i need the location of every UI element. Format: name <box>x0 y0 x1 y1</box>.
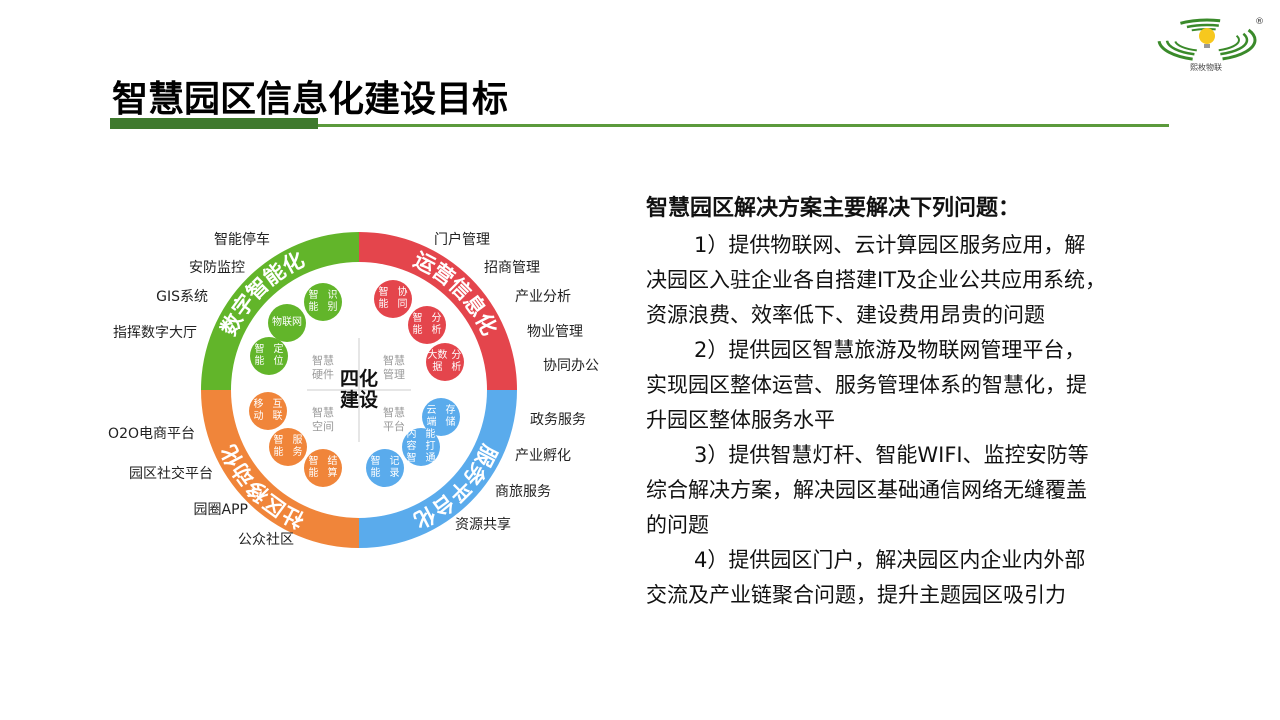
content-line: 决园区入驻企业各自搭建IT及企业公共应用系统， <box>646 268 1107 292</box>
outer-label: 指挥数字大厅 <box>113 325 197 341</box>
bubble-text: 智能 <box>254 344 265 367</box>
outer-label: 产业孵化 <box>515 448 571 464</box>
bubble-orange: 智能服务 <box>269 428 307 466</box>
content-line: 交流及产业链聚合问题，提升主题园区吸引力 <box>646 583 1066 607</box>
quadrant-label-space: 智慧空间 <box>312 406 334 433</box>
outer-label: 协同办公 <box>543 358 599 374</box>
bubble-text: 分析 <box>431 313 442 336</box>
ring-segment-orange <box>201 390 359 548</box>
title-underline <box>318 124 1169 127</box>
content-line: 的问题 <box>646 513 709 537</box>
content-panel: 智慧园区解决方案主要解决下列问题： 1）提供物联网、云计算园区服务应用，解决园区… <box>646 194 1166 613</box>
bubble-text: 定位 <box>273 344 284 367</box>
bubble-red: 智能分析 <box>408 306 446 344</box>
page-title: 智慧园区信息化建设目标 <box>112 79 509 120</box>
bubble-text: 互联 <box>272 399 283 422</box>
outer-label: 资源共享 <box>455 517 511 533</box>
outer-label: 门户管理 <box>434 232 490 248</box>
content-line: 升园区整体服务水平 <box>646 408 835 432</box>
svg-text:®: ® <box>1255 17 1264 27</box>
bubble-green: 物联网 <box>268 304 306 342</box>
content-heading: 智慧园区解决方案主要解决下列问题： <box>646 196 1021 221</box>
bubble-text: 云端 <box>426 405 437 428</box>
bubble-orange: 智能结算 <box>304 449 342 487</box>
bubble-green: 智能定位 <box>250 337 288 375</box>
bubble-text: 智能 <box>308 290 319 313</box>
bubble-text: 智能 <box>308 456 319 479</box>
bubble-text: 识别 <box>327 290 338 313</box>
outer-label: O2O电商平台 <box>108 426 195 442</box>
bubble-text: 协同 <box>397 287 408 310</box>
bubble-text: 智能 <box>370 456 381 479</box>
outer-label: 安防监控 <box>189 260 245 276</box>
outer-label: GIS系统 <box>156 289 208 305</box>
content-lines: 1）提供物联网、云计算园区服务应用，解决园区入驻企业各自搭建IT及企业公共应用系… <box>646 228 1166 613</box>
logo-text: 熙枚物联 <box>1190 63 1222 72</box>
bubble-text: 物联 <box>272 317 292 328</box>
outer-label: 园区社交平台 <box>129 466 213 482</box>
bubble-text: 智能 <box>378 287 389 310</box>
content-line: 1）提供物联网、云计算园区服务应用，解 <box>694 233 1086 257</box>
four-modernization-diagram: 服务平台化 社区移动化 数字智能化 运营信息化 四化建设 智慧硬件 智慧管理 智… <box>108 232 599 548</box>
logo-icon: ® <box>1157 17 1264 62</box>
bubble-text: 智能 <box>273 435 284 458</box>
outer-label: 物业管理 <box>527 324 583 340</box>
content-line: 综合解决方案，解决园区基础通信网络无缝覆盖 <box>646 478 1087 502</box>
outer-label: 智能停车 <box>214 232 270 248</box>
content-line: 实现园区整体运营、服务管理体系的智慧化，提 <box>646 373 1087 397</box>
ring-segment-blue <box>359 390 517 548</box>
bubble-text: 结算 <box>327 456 338 479</box>
bubble-text: 存储 <box>445 405 456 428</box>
content-line: 资源浪费、效率低下、建设费用昂贵的问题 <box>646 303 1045 327</box>
outer-label: 园圈APP <box>193 502 248 518</box>
center-label: 四化建设 <box>339 368 378 411</box>
bubble-text: 能打通 <box>425 429 436 464</box>
bubble-blue: 内容智能打通 <box>402 428 440 466</box>
quadrant-label-management: 智慧管理 <box>383 354 405 381</box>
outer-label: 招商管理 <box>484 260 540 276</box>
content-line: 3）提供智慧灯杆、智能WIFI、监控安防等 <box>694 443 1089 467</box>
outer-label: 政务服务 <box>530 412 586 428</box>
bubble-text: 网 <box>292 317 302 328</box>
bubble-text: 大数据 <box>427 350 448 373</box>
bubble-text: 移动 <box>253 399 264 422</box>
bubble-text: 智能 <box>412 313 423 336</box>
ring-segment-red <box>359 232 517 390</box>
bubble-red: 智能协同 <box>374 280 412 318</box>
bubble-text: 记录 <box>389 456 400 479</box>
bubble-blue: 智能记录 <box>366 449 404 487</box>
quadrant-label-hardware: 智慧硬件 <box>312 354 334 381</box>
outer-label: 公众社区 <box>238 532 294 548</box>
title-underline-accent <box>110 118 318 129</box>
ring-segment-green <box>201 232 359 390</box>
bubble-text: 分析 <box>451 350 462 373</box>
outer-label: 商旅服务 <box>495 484 551 500</box>
bubble-text: 内容智 <box>406 429 417 464</box>
outer-label: 产业分析 <box>515 289 571 305</box>
bubble-text: 服务 <box>292 435 303 458</box>
bubble-red: 大数据分析 <box>426 343 464 381</box>
ring-chart: 服务平台化 社区移动化 数字智能化 运营信息化 <box>201 232 517 548</box>
bubble-green: 智能识别 <box>304 283 342 321</box>
content-line: 2）提供园区智慧旅游及物联网管理平台， <box>694 338 1086 362</box>
quadrant-label-platform: 智慧平台 <box>383 406 405 433</box>
content-line: 4）提供园区门户，解决园区内企业内外部 <box>694 548 1086 572</box>
bubble-orange: 移动互联 <box>249 392 287 430</box>
